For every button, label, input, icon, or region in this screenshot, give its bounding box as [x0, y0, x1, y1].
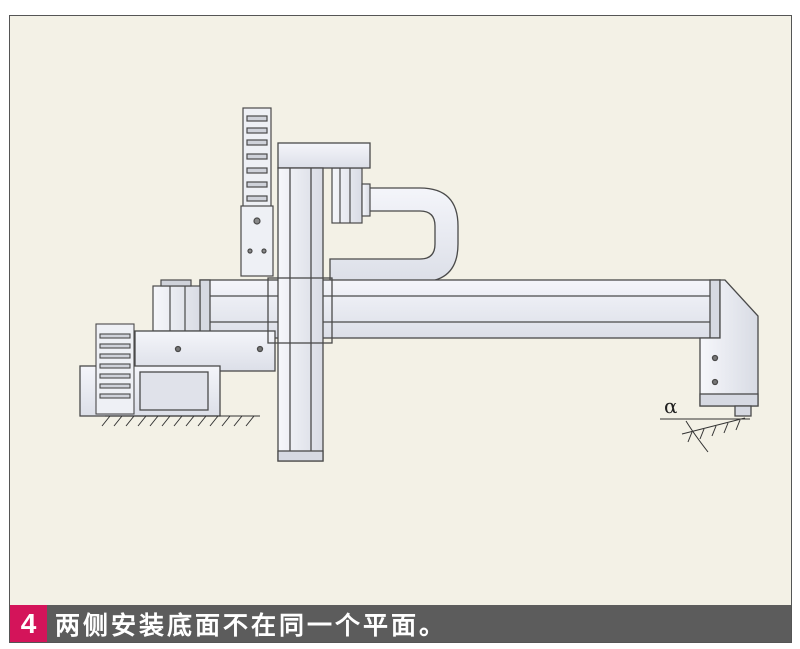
angle-alpha-label: α: [664, 394, 678, 418]
caption-text: 两侧安装底面不在同一个平面。: [55, 610, 448, 640]
ground-hatch-right: [660, 417, 750, 453]
caption-bar: 4 两侧安装底面不在同一个平面。: [10, 605, 791, 642]
left-cable-chain: [95, 323, 135, 415]
top-carriage-block: [277, 142, 371, 169]
vertical-cable-chain: [240, 107, 274, 277]
caption-number-badge: 4: [10, 605, 47, 642]
right-end-plate: [699, 279, 759, 417]
ground-hatch-left: [101, 415, 260, 427]
left-motor: [152, 279, 201, 332]
gantry-drawing: [79, 107, 759, 462]
figure-frame: α 4 两侧安装底面不在同一个平面。: [9, 15, 792, 643]
top-motor: [331, 167, 371, 224]
vertical-column: [267, 167, 333, 462]
